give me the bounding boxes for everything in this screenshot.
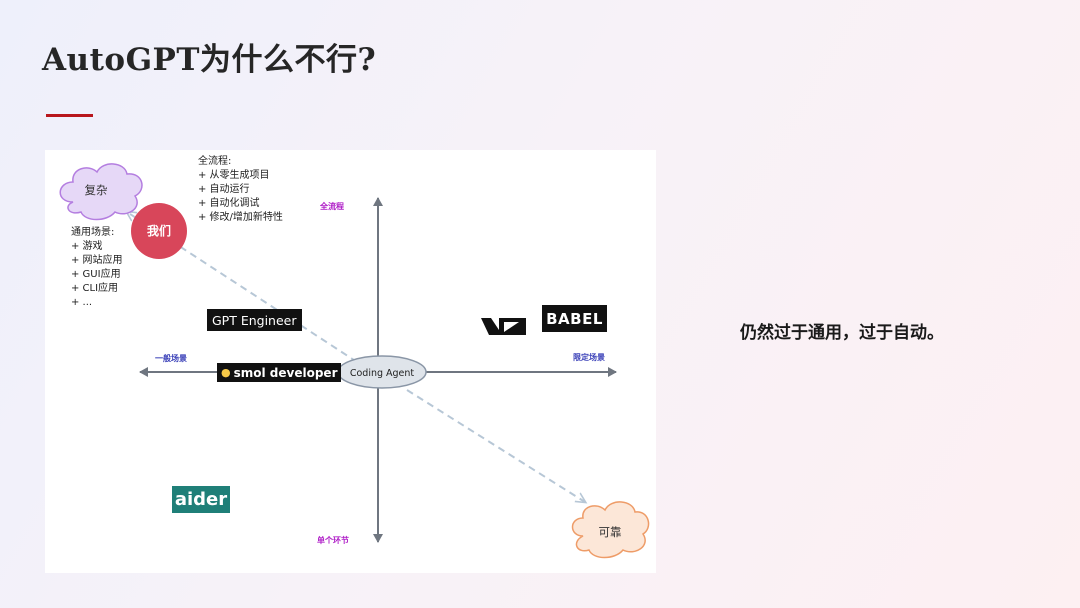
conclusion-text: 仍然过于通用，过于自动。: [740, 323, 944, 343]
arrow-to-reliable: [406, 389, 585, 502]
aider-logo: aider: [172, 486, 230, 513]
us-circle: [131, 203, 187, 259]
smol-chick-icon: ●: [221, 366, 231, 379]
slide-title: AutoGPT为什么不行?: [42, 42, 377, 78]
v0-logo: [481, 318, 526, 335]
complex-cloud: 复杂: [59, 163, 143, 221]
reliable-cloud: 可靠: [571, 501, 650, 559]
us-label: 我们: [147, 223, 171, 238]
smol-developer-logo: ● smol developer: [217, 363, 342, 382]
coding-agent-diagram: Coding Agent 复杂 可靠 我们 全流程: + 从零生成项目 + 自动…: [45, 150, 656, 573]
babel-logo: BABEL: [542, 305, 607, 332]
gpt-engineer-logo: GPT Engineer: [207, 309, 302, 331]
general-scenarios-note: 通用场景: + 游戏 + 网站应用 + GUI应用 + CLI应用 + ...: [71, 227, 123, 308]
full-process-note: 全流程: + 从零生成项目 + 自动运行 + 自动化调试 + 修改/增加新特性: [198, 156, 283, 223]
diagram-canvas: Coding Agent 复杂 可靠 我们: [59, 163, 650, 559]
title-underline: [46, 114, 93, 117]
coding-agent-label: Coding Agent: [350, 368, 415, 379]
axis-label-right: 限定场景: [573, 353, 605, 362]
axis-label-top: 全流程: [320, 202, 344, 211]
reliable-cloud-label: 可靠: [599, 525, 622, 539]
axis-label-left: 一般场景: [155, 354, 187, 363]
axis-label-bottom: 单个环节: [317, 536, 349, 545]
complex-cloud-label: 复杂: [85, 183, 108, 197]
